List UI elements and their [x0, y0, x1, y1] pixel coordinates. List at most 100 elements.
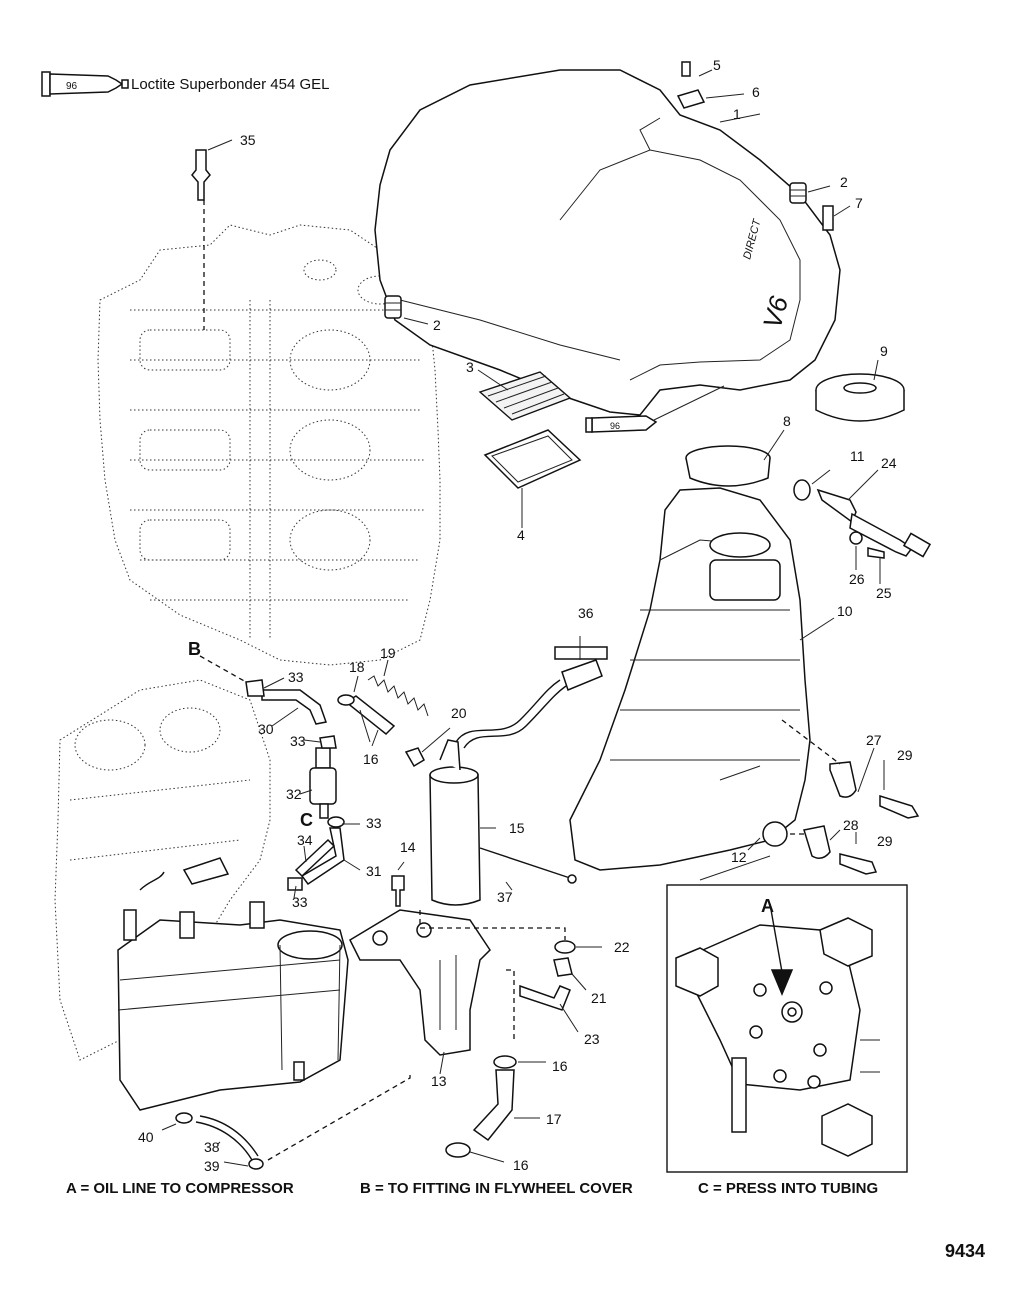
callout-20: 20 [451, 705, 467, 721]
callout-12: 12 [731, 849, 747, 865]
caption-c: C = PRESS INTO TUBING [698, 1180, 878, 1197]
callout-22: 22 [614, 939, 630, 955]
callout-5: 5 [713, 57, 721, 73]
callout-3: 3 [466, 359, 474, 375]
ring-8 [685, 445, 771, 487]
bolt-29a [879, 794, 920, 819]
pin-5 [681, 61, 691, 77]
fitting-33b [319, 735, 337, 749]
callout-2b: 2 [433, 317, 441, 333]
callout-16b: 16 [552, 1058, 568, 1074]
fitting-21 [553, 957, 573, 977]
callout-33c: 33 [366, 815, 382, 831]
flywheel-cover: DIRECT V6 [374, 69, 841, 416]
fitting-33d [287, 877, 303, 891]
callout-28: 28 [843, 817, 859, 833]
callout-30: 30 [258, 721, 274, 737]
tube-34 [294, 838, 336, 878]
fitting-39 [248, 1158, 264, 1170]
callout-16c: 16 [513, 1157, 529, 1173]
callout-6: 6 [752, 84, 760, 100]
callout-1: 1 [733, 106, 741, 122]
callout-39: 39 [204, 1158, 220, 1174]
callout-13: 13 [431, 1073, 447, 1089]
hose-17 [472, 1069, 515, 1142]
letter-a: A [761, 896, 774, 916]
clamp-27 [829, 761, 857, 798]
captions: A = OIL LINE TO COMPRESSOR B = TO FITTIN… [66, 1180, 985, 1261]
clamp-28 [803, 825, 831, 859]
callout-31: 31 [366, 863, 382, 879]
callout-34: 34 [297, 832, 313, 848]
letter-b: B [188, 639, 201, 659]
callout-15: 15 [509, 820, 525, 836]
legend: 96 Loctite Superbonder 454 GEL [41, 71, 329, 97]
grommet-2a [789, 182, 807, 204]
oring-11 [793, 479, 811, 501]
callout-7: 7 [855, 195, 863, 211]
callout-11: 11 [850, 448, 865, 464]
plate-6 [676, 89, 706, 109]
pump-harness [455, 659, 603, 749]
grommet-2b [384, 295, 402, 319]
fitting-20 [404, 747, 425, 768]
fitting-33c [327, 816, 345, 828]
hose-38 [195, 1115, 259, 1161]
callout-33d: 33 [292, 894, 308, 910]
loctite-tube-icon: 96 [41, 71, 129, 97]
air-plenum-10 [569, 487, 811, 881]
filter-3 [478, 371, 572, 421]
loctite-tube-part: 96 [585, 415, 658, 433]
letter-c: C [300, 810, 313, 830]
hose-30 [261, 689, 327, 725]
callout-2a: 2 [840, 174, 848, 190]
callout-33b: 33 [290, 733, 306, 749]
callout-21: 21 [591, 990, 607, 1006]
bolt-29b [839, 853, 878, 875]
caption-b: B = TO FITTING IN FLYWHEEL COVER [360, 1180, 633, 1197]
callout-38: 38 [204, 1139, 220, 1155]
fitting-40 [175, 1112, 193, 1124]
detail-inset [666, 884, 908, 1173]
spring-19 [367, 675, 429, 717]
filter-32 [309, 747, 337, 819]
callout-35: 35 [240, 132, 256, 148]
rod-37 [479, 847, 577, 884]
callout-4: 4 [517, 527, 525, 543]
fitting-35 [191, 149, 211, 201]
washer-26 [849, 531, 863, 545]
fuel-pump-15 [429, 739, 481, 906]
figure-number: 9434 [945, 1241, 985, 1261]
fitting-33a [245, 679, 265, 697]
oring-22 [554, 940, 576, 954]
callout-40: 40 [138, 1129, 154, 1145]
leader-lines [161, 69, 885, 1167]
dashed-leaders [199, 200, 841, 1161]
callout-29b: 29 [877, 833, 893, 849]
seal-9 [815, 373, 905, 422]
callout-37: 37 [497, 889, 513, 905]
clamp-16a [337, 694, 355, 706]
callout-17: 17 [546, 1111, 562, 1127]
gasket-4 [483, 429, 582, 489]
bolt-25 [867, 547, 885, 559]
callout-32: 32 [286, 786, 302, 802]
hose-31 [300, 827, 345, 886]
clamp-16c [445, 1142, 471, 1158]
sensor-24 [816, 488, 932, 558]
bolt-14 [391, 875, 405, 907]
label-36 [554, 646, 608, 660]
callout-24: 24 [881, 455, 897, 471]
callout-9: 9 [880, 343, 888, 359]
stud-7 [822, 205, 834, 231]
callout-18: 18 [349, 659, 365, 675]
tube-part-code: 96 [610, 421, 620, 431]
callout-25: 25 [876, 585, 892, 601]
callout-23: 23 [584, 1031, 600, 1047]
callout-19: 19 [380, 645, 396, 661]
legend-text: Loctite Superbonder 454 GEL [131, 76, 329, 93]
callout-labels: 5 6 1 2 7 35 2 3 4 9 8 11 24 26 25 10 36… [138, 57, 913, 1174]
legend-tube-code: 96 [66, 81, 78, 92]
callout-29a: 29 [897, 747, 913, 763]
